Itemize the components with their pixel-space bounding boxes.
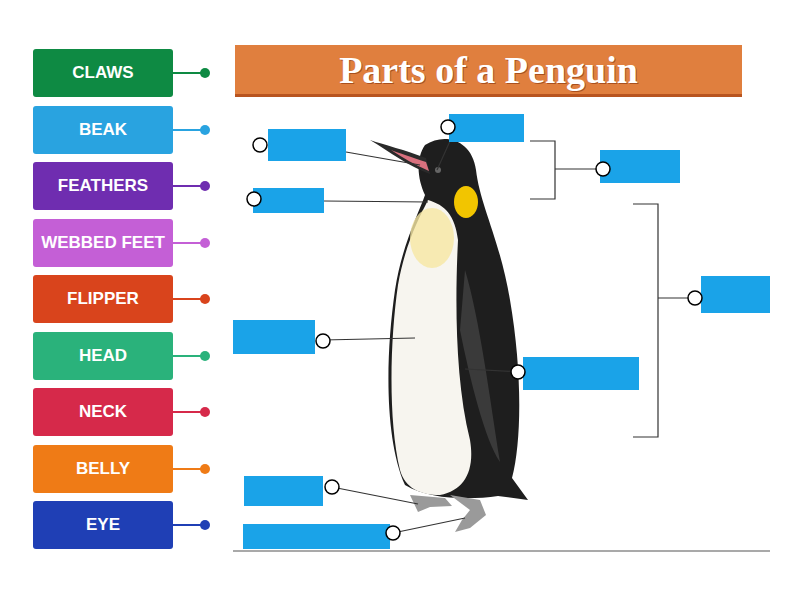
- word-tile: BEAK: [33, 106, 173, 154]
- title: Parts of a Penguin: [339, 48, 638, 92]
- word-tile: CLAWS: [33, 49, 173, 97]
- part-word: WEBBED FEET: [41, 233, 165, 253]
- part-word: FLIPPER: [67, 289, 139, 309]
- word-tile: FLIPPER: [33, 275, 173, 323]
- word-tile: HEAD: [33, 332, 173, 380]
- part-word: HEAD: [79, 346, 127, 366]
- word-tile: WEBBED FEET: [33, 219, 173, 267]
- part-word: FEATHERS: [58, 176, 148, 196]
- part-word: EYE: [86, 515, 120, 535]
- part-word: CLAWS: [72, 63, 133, 83]
- word-tile: NECK: [33, 388, 173, 436]
- word-tile: BELLY: [33, 445, 173, 493]
- title-banner: Parts of a Penguin: [235, 45, 742, 97]
- word-tile: EYE: [33, 501, 173, 549]
- part-word: BELLY: [76, 459, 130, 479]
- word-tile: FEATHERS: [33, 162, 173, 210]
- part-word: BEAK: [79, 120, 127, 140]
- part-word: NECK: [79, 402, 127, 422]
